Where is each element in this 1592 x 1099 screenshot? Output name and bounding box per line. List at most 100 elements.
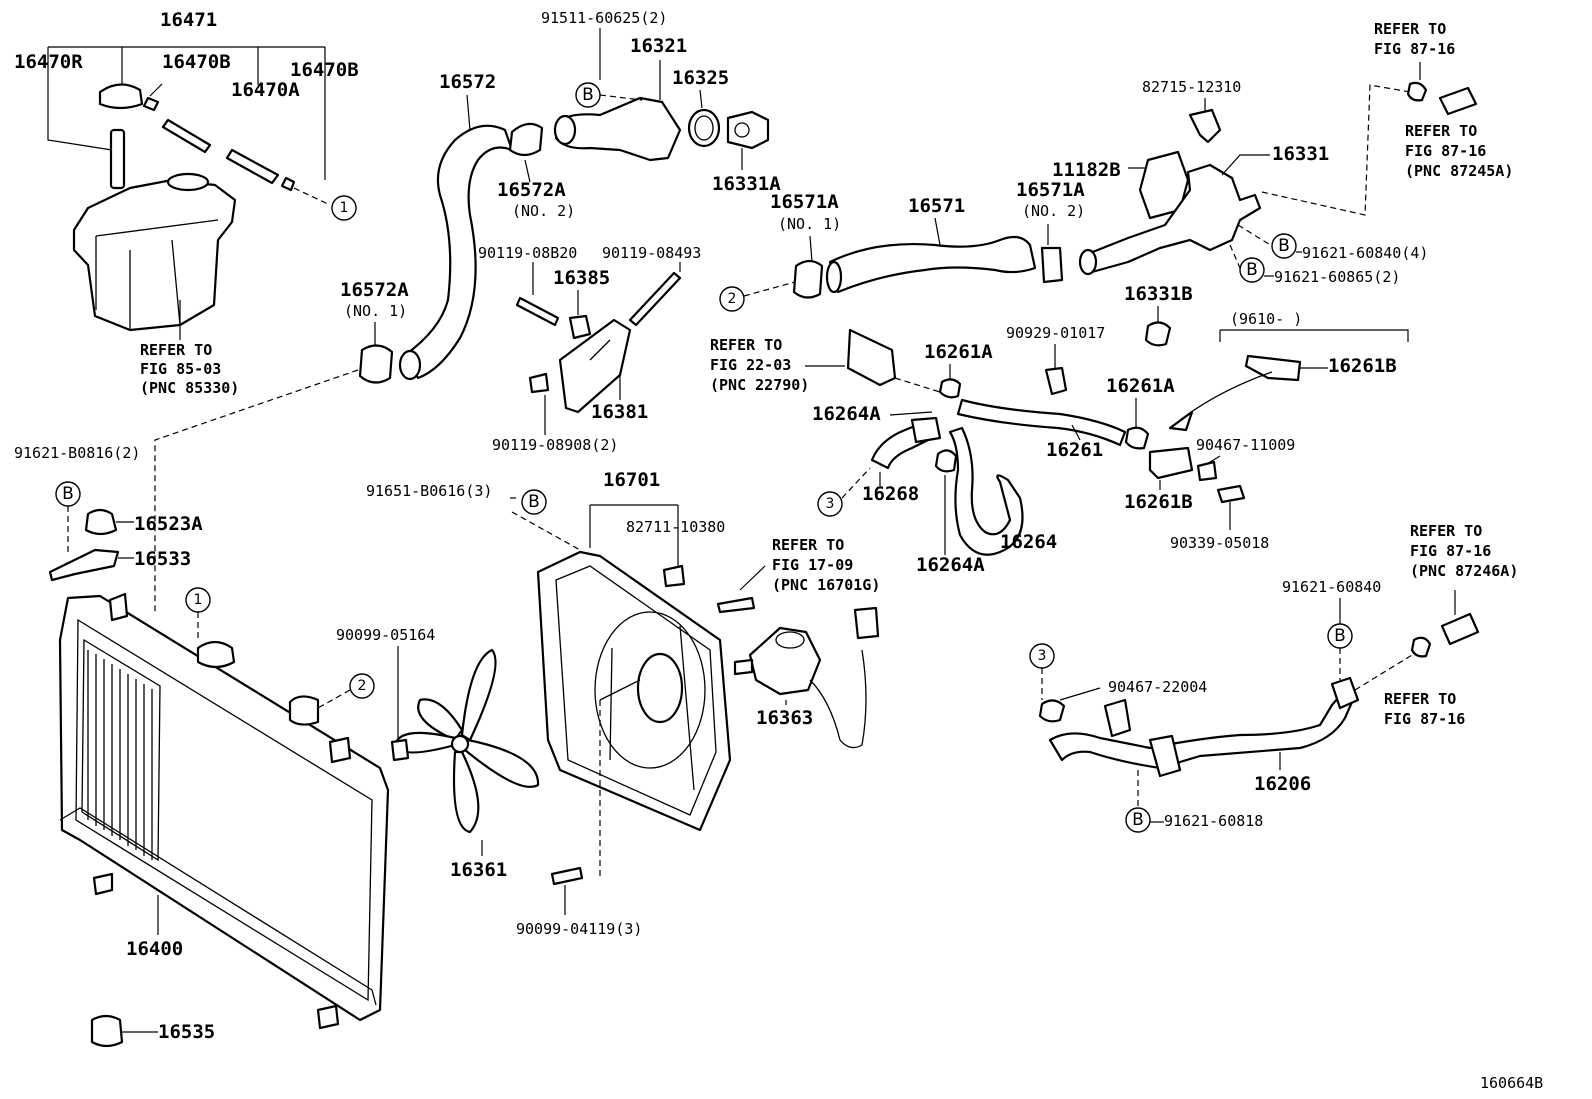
refer-line: REFER TO [1410, 522, 1482, 540]
part-number: 16571A [1016, 179, 1085, 201]
radiator-bracket-mid [328, 736, 352, 764]
part-number: 16701 [603, 469, 660, 491]
part-number: 16385 [553, 267, 610, 289]
part-number: 16470B [162, 51, 231, 73]
bracket-16381-group: 90119-08B20 90119-08493 16385 16381 9011… [478, 244, 701, 454]
direction-arrow [1168, 410, 1194, 432]
bolt-90099-04119 [550, 866, 584, 886]
hose-16261 [956, 398, 1127, 447]
upper-hose-group: 16572 16572A (NO. 2) 16321 91511-60625(2… [398, 9, 781, 381]
part-note: (NO. 1) [778, 215, 841, 233]
part-number: 91621-60840 [1282, 578, 1381, 596]
part-number: 91511-60625(2) [541, 9, 667, 27]
gasket-16325 [687, 108, 721, 148]
part-number: 90099-04119(3) [516, 920, 642, 938]
heater-hose-stub-a [1438, 86, 1478, 116]
refer-line: REFER TO [1384, 690, 1456, 708]
marker-circle-2-radiator: 2 [358, 678, 367, 694]
marker-circle-3: 3 [826, 496, 835, 512]
reservoir-tank [72, 178, 237, 332]
part-number: 16572 [439, 71, 496, 93]
part-number: 16470A [231, 79, 300, 101]
fan-motor-16363 [748, 626, 822, 696]
b-marker: B [1334, 626, 1346, 646]
bracket-82715 [1188, 108, 1222, 144]
radiator-bracket-top [108, 592, 129, 622]
part-number: 90119-08B20 [478, 244, 577, 262]
marker-circle-1-radiator: 1 [194, 592, 203, 608]
heater-hose-stub-b [1440, 612, 1480, 646]
overflow-hose-a [161, 118, 212, 154]
refer-line: FIG 87-16 [1410, 542, 1491, 560]
part-number: 16261 [1046, 439, 1103, 461]
union-16261b-new [1244, 354, 1302, 382]
marker-circle-3-pipe: 3 [1038, 648, 1047, 664]
part-number: 16572A [340, 279, 409, 301]
part-number: 91651-B0616(3) [366, 482, 492, 500]
part-number: 82711-10380 [626, 518, 725, 536]
refer-line: FIG 87-16 [1374, 40, 1455, 58]
fan-16361 [393, 648, 540, 834]
radiator-filler-neck [196, 640, 236, 669]
part-number: 82715-12310 [1142, 78, 1241, 96]
part-number: 11182B [1052, 159, 1121, 181]
part-number: 16325 [672, 67, 729, 89]
refer-line: (PNC 85330) [140, 379, 239, 397]
hose-clip [142, 96, 160, 112]
part-number: 91621-B0816(2) [14, 444, 140, 462]
part-number: 16400 [126, 938, 183, 960]
part-number: 90339-05018 [1170, 534, 1269, 552]
part-number: 16571 [908, 195, 965, 217]
part-number: 16471 [160, 9, 217, 31]
bolt-90119-08908 [528, 372, 550, 394]
part-number: 16261B [1124, 491, 1193, 513]
clip-16331b [1144, 321, 1172, 347]
clamp-16264a-2 [934, 449, 958, 473]
water-bypass-pipe-16206 [1048, 688, 1354, 770]
hose-clamp-16572a-no2 [508, 122, 544, 157]
part-number: 16261A [1106, 375, 1175, 397]
reservoir-cap [98, 83, 144, 110]
connector-wire-part [716, 596, 756, 614]
marker-circle-1: 1 [340, 200, 349, 216]
part-number: 90467-11009 [1196, 436, 1295, 454]
part-number: 90119-08908(2) [492, 436, 618, 454]
b-marker: B [62, 484, 74, 504]
refer-line: REFER TO [1374, 20, 1446, 38]
pipe-flange [1330, 676, 1360, 710]
part-note: (NO. 2) [512, 202, 575, 220]
b-marker: B [1246, 260, 1258, 280]
reservoir-tube [109, 128, 126, 190]
part-number: 16261B [1328, 355, 1397, 377]
part-number: 16264 [1000, 531, 1057, 553]
part-number: 16206 [1254, 773, 1311, 795]
hose-clamp-16571a-no2 [1040, 246, 1064, 284]
hose-clip-2 [280, 176, 296, 192]
thermostat-16331a [726, 110, 770, 150]
union-16264a [910, 416, 942, 444]
bolt-90119-08493 [628, 271, 682, 327]
radiator-foot-1 [92, 872, 114, 896]
part-number: 16381 [591, 401, 648, 423]
pipe-bracket-2 [1148, 734, 1182, 778]
part-number: 16261A [924, 341, 993, 363]
part-number: 90467-22004 [1108, 678, 1207, 696]
clip-82711 [662, 564, 686, 588]
part-number: 91621-60865(2) [1274, 268, 1400, 286]
water-inlet-housing-16331 [1083, 163, 1262, 274]
part-number: 16571A [770, 191, 839, 213]
part-number: 16331 [1272, 143, 1329, 165]
refer-line: FIG 17-09 [772, 556, 853, 574]
refer-line: REFER TO [140, 341, 212, 359]
clamp-16572a-no1-group: 16572A (NO. 1) [154, 279, 409, 612]
part-number: 16321 [630, 35, 687, 57]
part-number: 16264A [916, 554, 985, 576]
part-number: 16331A [712, 173, 781, 195]
b-marker: B [1132, 810, 1144, 830]
